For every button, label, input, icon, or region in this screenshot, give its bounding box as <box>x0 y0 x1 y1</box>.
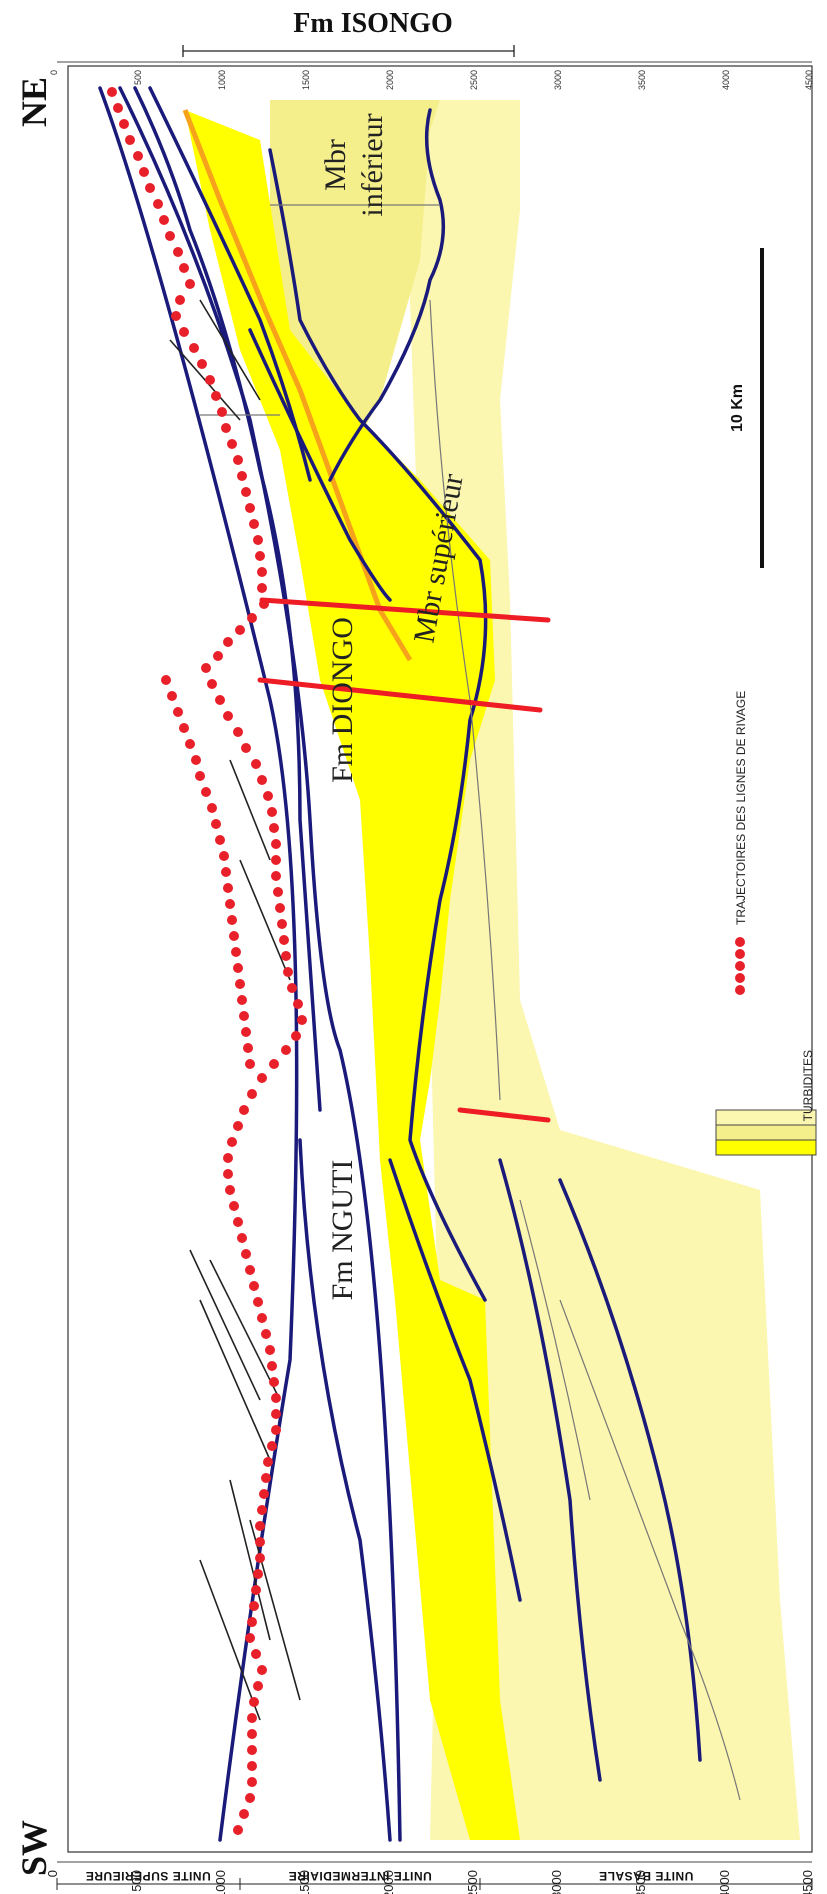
top-tick: 1000 <box>217 70 227 90</box>
orientation-ne: NE <box>14 77 54 127</box>
diagram-frame <box>67 65 813 1853</box>
scale-bar-label: 10 Km <box>729 384 746 432</box>
isongo-bracket <box>182 45 515 57</box>
mbr-superieur-fill <box>185 110 520 1840</box>
legend-shoreline: TRAJECTOIRES DES LIGNES DE RIVAGE <box>734 691 748 925</box>
top-tick: 4000 <box>721 70 731 90</box>
legend: TURBIDITES TRAJECTOIRES DES LIGNES DE RI… <box>715 691 817 1156</box>
depth-tick: 2500 <box>465 1870 480 1894</box>
top-depth-scale: 0 500 1000 1500 2000 2500 3000 3500 4000… <box>49 61 814 90</box>
unit-intermediaire: UNITE INTERMEDIAIRE <box>288 1869 432 1883</box>
depth-tick: 0 <box>45 1870 60 1877</box>
depth-tick: 4500 <box>800 1870 815 1894</box>
shoreline-dots <box>107 87 307 1835</box>
scale-bar: 10 Km <box>729 248 764 568</box>
unit-brackets <box>56 1878 813 1890</box>
legend-shoreline-dots <box>735 937 745 995</box>
unit-superieure: UNITE SUPERIEURE <box>85 1869 210 1883</box>
top-tick: 4500 <box>804 70 814 90</box>
fault-lines <box>257 597 551 1123</box>
top-tick: 3000 <box>553 70 563 90</box>
legend-turbidites: TURBIDITES <box>801 1050 815 1121</box>
title-fm-isongo: Fm ISONGO <box>293 8 452 39</box>
legend-swatch-bright <box>715 1139 817 1156</box>
top-tick: 500 <box>133 70 143 85</box>
top-tick: 1500 <box>301 70 311 90</box>
depth-tick: 500 <box>129 1870 144 1892</box>
bottom-depth-axis: 0 500 1000 1500 2000 2500 3000 3500 4000… <box>45 1861 815 1894</box>
depth-tick: 2000 <box>381 1870 396 1894</box>
legend-swatch-mid <box>715 1124 817 1141</box>
internal-strata <box>169 299 301 1721</box>
depth-tick: 1500 <box>297 1870 312 1894</box>
depth-tick: 1000 <box>213 1870 228 1894</box>
orientation-sw: SW <box>14 1820 54 1876</box>
top-tick: 3500 <box>637 70 647 90</box>
unit-basale: UNITE BASALE <box>599 1869 694 1883</box>
depth-tick: 3000 <box>549 1870 564 1894</box>
basal-unit-fill <box>410 100 800 1840</box>
label-mbr-inferieur-2: inférieur <box>356 113 389 216</box>
label-fm-diongo: Fm DIONGO <box>326 617 359 783</box>
top-tick: 2500 <box>469 70 479 90</box>
depth-tick: 3500 <box>633 1870 648 1894</box>
label-fm-nguti: Fm NGUTI <box>326 1160 359 1301</box>
top-tick: 2000 <box>385 70 395 90</box>
depth-tick: 4000 <box>717 1870 732 1894</box>
top-tick: 0 <box>49 70 59 75</box>
label-mbr-inferieur-1: Mbr <box>319 139 352 191</box>
